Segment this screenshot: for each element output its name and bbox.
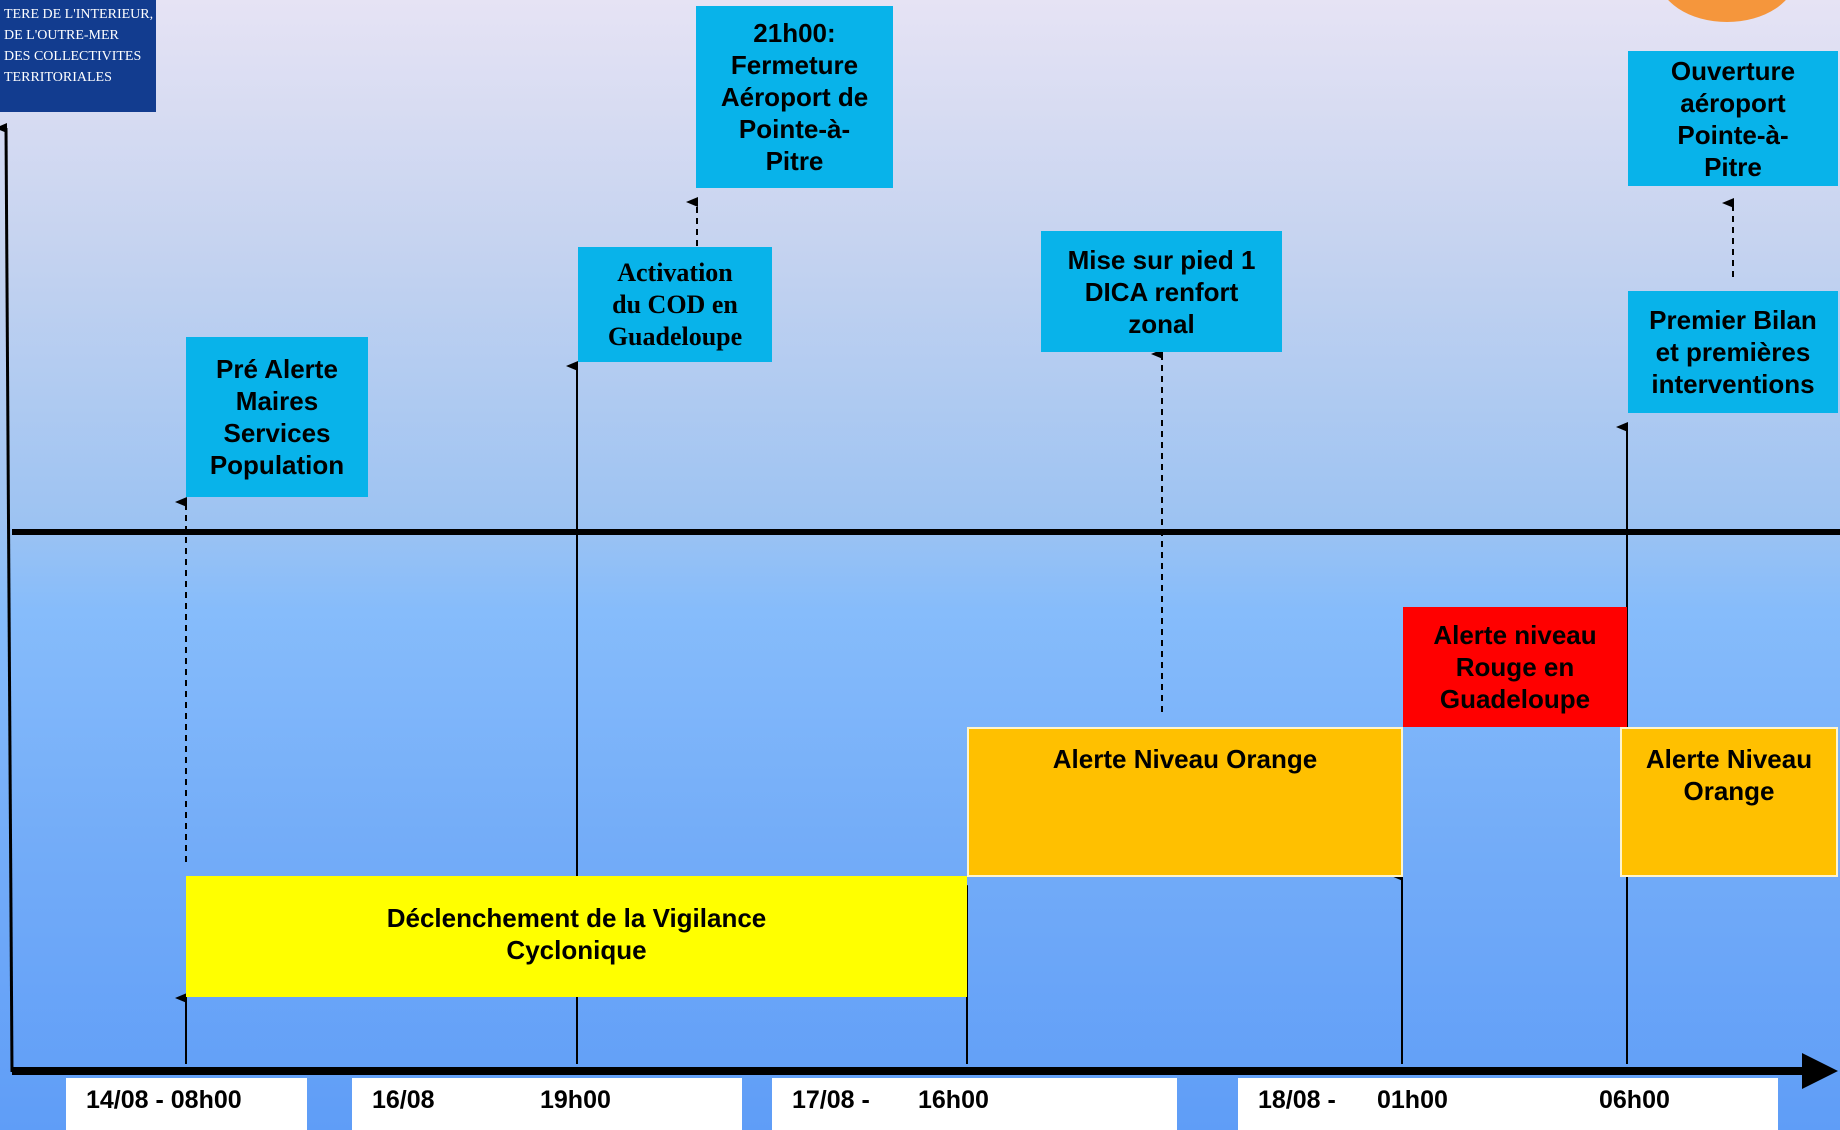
date-box-1: [66, 1078, 307, 1130]
date-label-14-08: 14/08 - 08h00: [86, 1086, 242, 1114]
time-label-01h00: 01h00: [1377, 1086, 1448, 1114]
event-ouverture-aeroport: Ouverture aéroport Pointe-à- Pitre: [1628, 51, 1838, 186]
ministry-logo-text: TERE DE L'INTERIEUR, DE L'OUTRE-MER DES …: [4, 7, 154, 85]
time-label-06h00: 06h00: [1599, 1086, 1670, 1114]
date-box-4: [1238, 1078, 1778, 1130]
phase-alerte-orange-1: Alerte Niveau Orange: [967, 727, 1403, 877]
event-fermeture-aeroport: 21h00: Fermeture Aéroport de Pointe-à- P…: [696, 6, 893, 188]
date-label-16-08: 16/08: [372, 1086, 435, 1114]
phase-vigilance: Déclenchement de la Vigilance Cyclonique: [186, 876, 967, 997]
event-pre-alerte: Pré Alerte Maires Services Population: [186, 337, 368, 497]
time-label-16h00: 16h00: [918, 1086, 989, 1114]
phase-alerte-orange-2: Alerte Niveau Orange: [1620, 727, 1838, 877]
date-label-17-08: 17/08 -: [792, 1086, 870, 1114]
phase-alerte-rouge: Alerte niveau Rouge en Guadeloupe: [1403, 607, 1627, 727]
time-label-19h00: 19h00: [540, 1086, 611, 1114]
event-mise-sur-pied-dica: Mise sur pied 1 DICA renfort zonal: [1041, 231, 1282, 352]
time-axis-arrowhead: [1802, 1053, 1838, 1089]
event-premier-bilan: Premier Bilan et premières interventions: [1628, 291, 1838, 413]
ministry-logo: TERE DE L'INTERIEUR, DE L'OUTRE-MER DES …: [0, 0, 156, 112]
date-label-18-08: 18/08 -: [1258, 1086, 1336, 1114]
date-box-3: [772, 1078, 1177, 1130]
date-box-2: [352, 1078, 742, 1130]
vertical-axis: [0, 122, 14, 1073]
event-activation-cod: Activation du COD en Guadeloupe: [578, 247, 772, 362]
